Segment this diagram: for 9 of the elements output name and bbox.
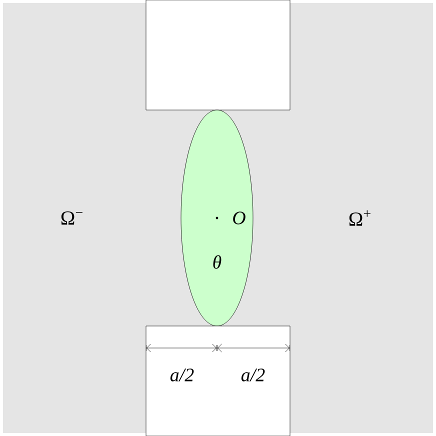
block xyxy=(146,0,290,110)
node-label: O xyxy=(233,212,246,224)
region-label: Ω$^{+}$ xyxy=(349,210,370,226)
block xyxy=(146,326,290,436)
node-label: θ xyxy=(213,255,222,269)
dimension-label: a/2 xyxy=(170,368,194,382)
inclusion-ellipse xyxy=(180,110,254,326)
dimension-label: a/2 xyxy=(241,368,265,382)
region-label: Ω$^{−}$ xyxy=(61,211,82,225)
